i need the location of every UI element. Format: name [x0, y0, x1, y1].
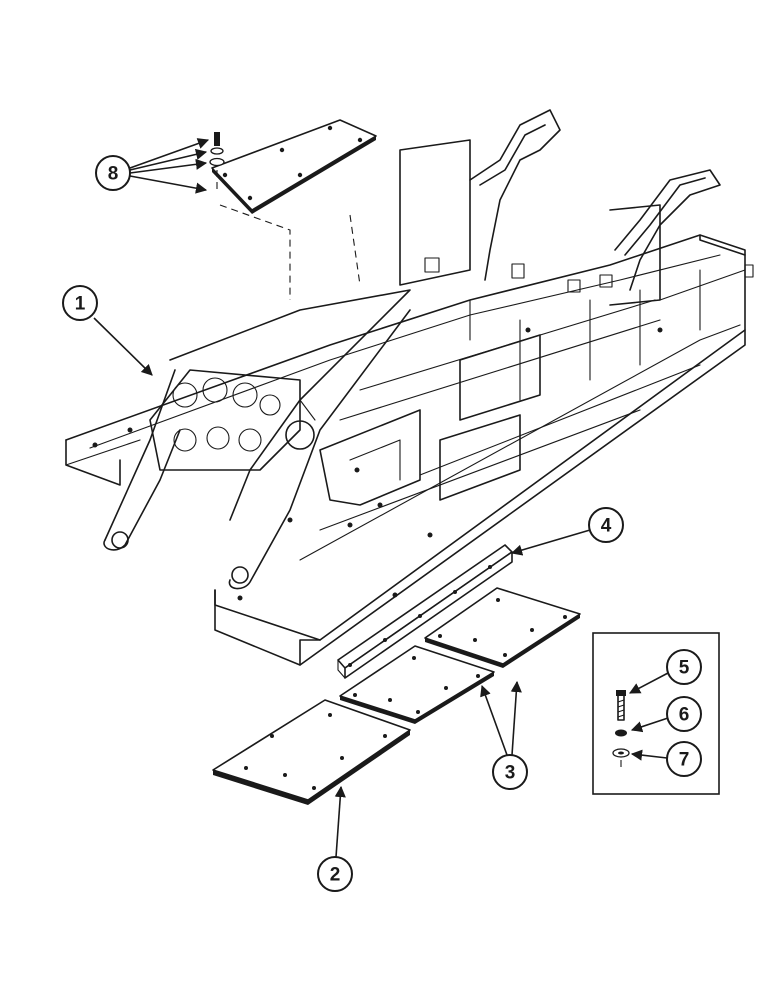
callout-5: 5	[629, 649, 702, 694]
callout-3: 3	[480, 680, 528, 790]
hidden-line	[219, 204, 291, 300]
callout-6-label: 6	[679, 705, 690, 726]
floor-plate-right	[424, 587, 581, 668]
callout-8-label: 8	[108, 164, 119, 185]
callout-2: 2	[317, 785, 353, 892]
callout-7-label: 7	[679, 750, 690, 771]
floor-plate-middle	[339, 645, 495, 724]
callout-3-label: 3	[505, 763, 516, 784]
floor-plate-large	[212, 699, 411, 805]
bolt-washer-stack	[209, 132, 225, 190]
top-cover-plate	[211, 119, 377, 214]
callout-4-label: 4	[601, 516, 612, 537]
callout-1: 1	[62, 285, 153, 376]
callout-5-label: 5	[679, 658, 690, 679]
callout-8: 8	[95, 138, 210, 194]
main-frame	[65, 109, 754, 666]
callout-1-label: 1	[75, 294, 86, 315]
callout-2-label: 2	[330, 865, 341, 886]
callout-4: 4	[510, 507, 624, 556]
callout-6: 6	[630, 696, 702, 733]
hidden-line	[349, 214, 361, 286]
callout-7: 7	[630, 741, 702, 777]
hardware-detail-inset	[592, 632, 720, 795]
